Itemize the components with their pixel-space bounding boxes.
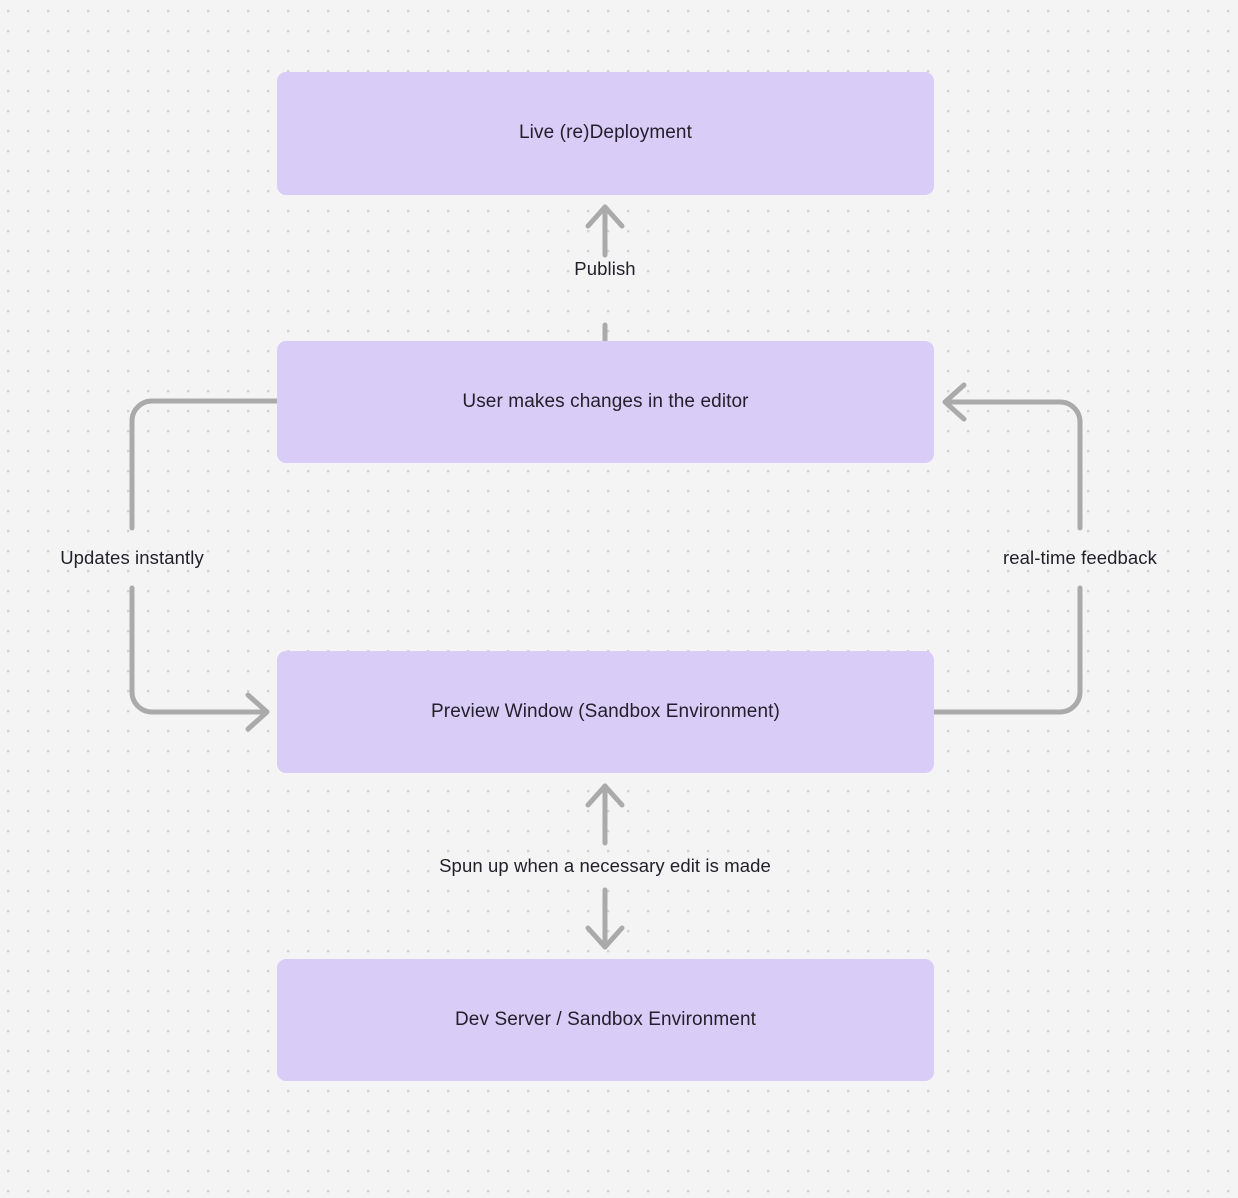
node-preview-window[interactable]: Preview Window (Sandbox Environment) <box>277 651 934 773</box>
edge-label-updates-instantly: Updates instantly <box>60 546 204 568</box>
edge-label-spun-up: Spun up when a necessary edit is made <box>434 854 776 878</box>
node-dev-server[interactable]: Dev Server / Sandbox Environment <box>277 959 934 1081</box>
node-user-edits[interactable]: User makes changes in the editor <box>277 341 934 463</box>
arrowhead-down-icon <box>585 925 625 950</box>
arrowhead-left-icon <box>942 382 967 422</box>
arrowhead-right-icon <box>245 692 270 732</box>
edge-label-publish: Publish <box>569 257 641 281</box>
edge-label-real-time-feedback: real-time feedback <box>1003 546 1157 568</box>
node-label: Live (re)Deployment <box>519 122 692 144</box>
arrowhead-up-icon <box>585 204 625 229</box>
node-label: User makes changes in the editor <box>462 390 749 412</box>
node-label: Preview Window (Sandbox Environment) <box>431 700 780 722</box>
node-live-deployment[interactable]: Live (re)Deployment <box>277 72 934 195</box>
arrowhead-up-icon <box>585 783 625 808</box>
node-label: Dev Server / Sandbox Environment <box>454 1008 756 1030</box>
